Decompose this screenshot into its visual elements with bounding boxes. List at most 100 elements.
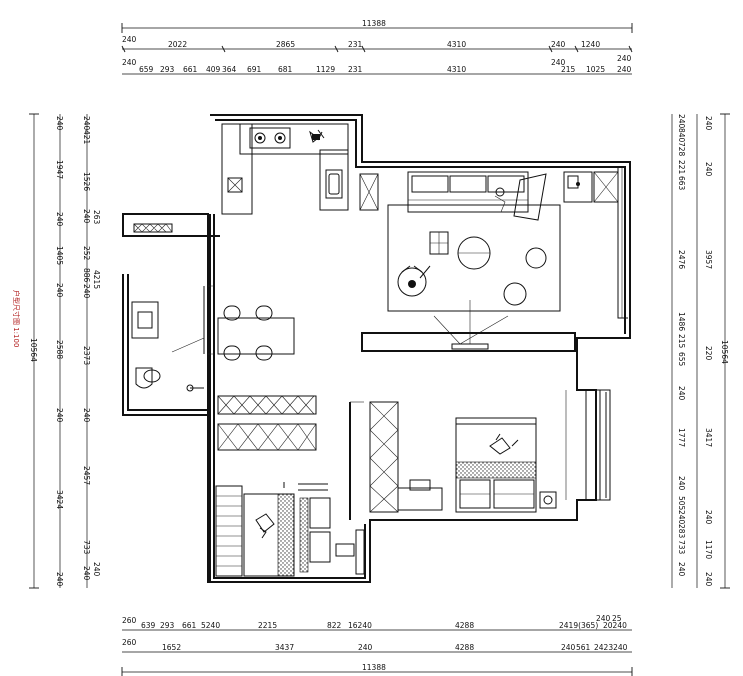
right-inner-dim: 240 bbox=[677, 114, 686, 129]
left-inner-dim: 263 bbox=[92, 210, 101, 225]
dining-chair bbox=[255, 305, 273, 321]
top-row1-dim: 2022 bbox=[168, 40, 187, 49]
right-outer-dim: 240 bbox=[704, 116, 713, 131]
right-inner-dim: 1777 bbox=[677, 428, 686, 447]
right-total-dimension: 10564 bbox=[720, 340, 729, 364]
bottom-row2-dim: 3437 bbox=[275, 643, 294, 652]
left-outer-dim: 240 bbox=[55, 572, 64, 587]
kitchen-counter-right bbox=[319, 149, 349, 211]
top-row2-dim: 661 bbox=[183, 65, 198, 74]
stool-icon bbox=[503, 247, 547, 306]
dining-chair bbox=[223, 345, 241, 361]
left-outer-dim: 3424 bbox=[55, 490, 64, 509]
bottom-row1-left: 260 bbox=[122, 616, 137, 625]
doors bbox=[208, 285, 364, 488]
bottom-row2-dim: 4288 bbox=[455, 643, 474, 652]
top-row2-dim: 293 bbox=[160, 65, 175, 74]
top-row1-dim: 240 bbox=[551, 40, 566, 49]
left-inner-dim: 2373 bbox=[82, 346, 91, 365]
left-inner-dim: 733 bbox=[82, 540, 91, 555]
entry-cabinet bbox=[359, 173, 379, 211]
bottom-row1-dim: 4288 bbox=[455, 621, 474, 630]
right-outer-dim: 240 bbox=[704, 510, 713, 525]
right-inner-dim: 2476 bbox=[677, 250, 686, 269]
toilet-icon bbox=[135, 367, 153, 389]
right-outer-dim: 220 bbox=[704, 346, 713, 361]
armchair-icon bbox=[494, 173, 547, 221]
bottom-row1-dim: 25 bbox=[612, 614, 622, 623]
top-row2-dim: 4310 bbox=[447, 65, 466, 74]
left-drawing-note: 户型尺寸图 1:100 bbox=[12, 290, 21, 347]
bathroom bbox=[131, 286, 209, 392]
left-inner-dim: 240 bbox=[82, 408, 91, 423]
utility-area bbox=[563, 171, 619, 203]
top-total-dimension: 11388 bbox=[362, 19, 386, 28]
top-row1-left: 240 bbox=[122, 35, 137, 44]
window-left bbox=[133, 223, 173, 233]
bottom-row1-dim: 20240 bbox=[603, 621, 627, 630]
dining-area bbox=[217, 305, 295, 361]
bottom-row2-dim: 1652 bbox=[162, 643, 181, 652]
bottom-row1-dim: 661 bbox=[182, 621, 197, 630]
bottom-row2-dim: 2423240 bbox=[594, 643, 628, 652]
top-row2-dim: 1025 bbox=[586, 65, 605, 74]
bottom-row1-dim: 5240 bbox=[201, 621, 220, 630]
wardrobe bbox=[369, 401, 399, 513]
bedding-icon bbox=[489, 433, 519, 455]
top-row2-dim: 231 bbox=[348, 65, 363, 74]
left-outer-dim: 1947 bbox=[55, 160, 64, 179]
right-outer-dim: 3417 bbox=[704, 428, 713, 447]
left-inner-dim: 240 bbox=[82, 284, 91, 299]
top-row2-dim: 240 bbox=[551, 58, 566, 67]
bottom-total-dimension: 11388 bbox=[362, 663, 386, 672]
left-inner-dim: 240 bbox=[82, 116, 91, 131]
kitchen-counter-left bbox=[221, 123, 253, 215]
right-inner-dim: 655 bbox=[677, 352, 686, 367]
nightstand bbox=[539, 491, 557, 509]
top-dimensions: 11388 240 2022 2865 231 4310 240 1240 24… bbox=[121, 19, 633, 75]
stove-icon bbox=[249, 127, 291, 149]
bath-sink-icon bbox=[137, 311, 153, 329]
left-outer-dim: 2588 bbox=[55, 340, 64, 359]
lounge-chair-icon bbox=[397, 265, 431, 297]
top-row2-dim: 364 bbox=[222, 65, 237, 74]
right-inner-dim: 733 bbox=[677, 540, 686, 555]
bedding-icon bbox=[255, 513, 275, 539]
left-total-dimension: 10564 bbox=[29, 338, 38, 362]
top-row2-left: 240 bbox=[122, 58, 137, 67]
bottom-row1-dim: 2215 bbox=[258, 621, 277, 630]
dining-chair bbox=[223, 305, 241, 321]
fridge-icon bbox=[227, 177, 243, 193]
left-inner-dim: 4215 bbox=[92, 270, 101, 289]
kitchen-sink-icon bbox=[325, 169, 343, 199]
dining-chair bbox=[255, 345, 273, 361]
left-inner-dim: 1526 bbox=[82, 172, 91, 191]
right-inner-dim: 240 bbox=[677, 476, 686, 491]
bottom-dimensions: 260 639 293 661 5240 2215 822 16240 4288… bbox=[121, 614, 633, 676]
left-outer-dim: 240 bbox=[55, 116, 64, 131]
living-room bbox=[359, 168, 628, 352]
top-row2-dim: 659 bbox=[139, 65, 154, 74]
right-inner-dim: 840 bbox=[677, 128, 686, 143]
top-row2-dim: 681 bbox=[278, 65, 293, 74]
left-outer-dim: 1405 bbox=[55, 246, 64, 265]
top-row1-dim: 1240 bbox=[581, 40, 600, 49]
top-row1-dim: 2865 bbox=[276, 40, 295, 49]
left-inner-dim: 886 bbox=[82, 268, 91, 283]
top-row2-end: 240 bbox=[617, 54, 632, 63]
top-row2-dim: 215 bbox=[561, 65, 576, 74]
bottom-row1-dim: 16240 bbox=[348, 621, 372, 630]
sofa-icon bbox=[407, 171, 529, 213]
right-inner-dim: 283 bbox=[677, 524, 686, 539]
bottom-row1-dim: 2419(365) bbox=[559, 621, 598, 630]
tv-projection bbox=[433, 300, 509, 350]
top-row1-dim: 4310 bbox=[447, 40, 466, 49]
right-outer-dim: 3957 bbox=[704, 250, 713, 269]
kitchen-counter-top bbox=[239, 123, 349, 155]
plant-icon bbox=[309, 129, 325, 143]
bath-vanity bbox=[131, 301, 159, 339]
right-dimensions: 10564 240 240 3957 220 3417 240 1170 240… bbox=[671, 113, 730, 589]
desk-chair bbox=[335, 543, 355, 557]
top-row1-dim: 231 bbox=[348, 40, 363, 49]
